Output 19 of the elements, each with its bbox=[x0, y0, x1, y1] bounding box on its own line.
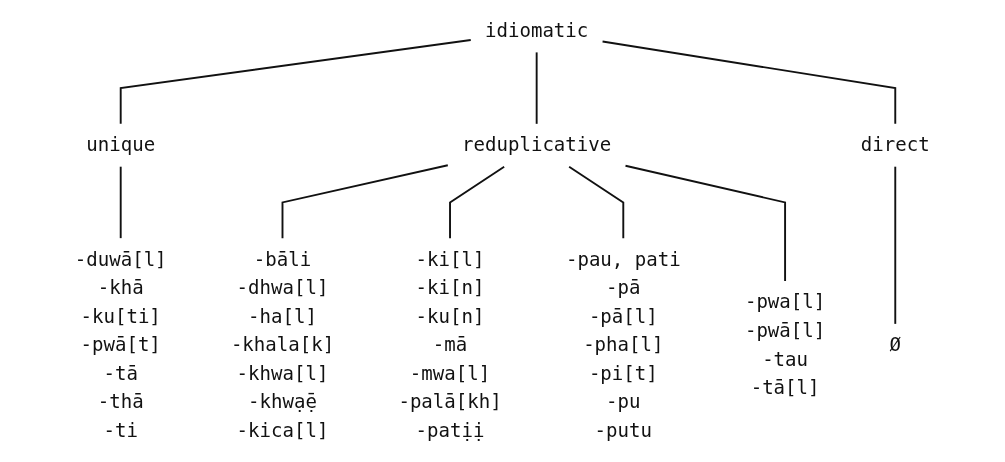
node-text: -bāli -dhwa[l] -ha[l] -khala[k] -khwa[l] -khwạ̄ẹ -kica[l] bbox=[231, 247, 335, 442]
node-text: unique bbox=[86, 133, 156, 156]
node-text: reduplicative bbox=[462, 133, 612, 156]
node-text: direct bbox=[861, 133, 930, 156]
connector bbox=[624, 164, 787, 282]
node-text: -pwa[l] -pwā[l] -tau -tā[l] bbox=[745, 290, 826, 399]
connector bbox=[535, 51, 538, 125]
connector bbox=[894, 165, 897, 325]
node-text: idiomatic bbox=[485, 19, 589, 42]
connector bbox=[568, 165, 625, 240]
connector bbox=[601, 40, 897, 125]
connector bbox=[120, 165, 122, 240]
connector bbox=[449, 165, 506, 240]
node-text: Ø bbox=[889, 333, 902, 357]
connector bbox=[281, 164, 449, 240]
node-text: -ki[l] -ki[n] -ku[n] -mā -mwa[l] -palā[kh] -patịị bbox=[398, 247, 502, 442]
node-text: -duwā[l] -khā -ku[ti] -pwā[t] -tā -thā -ti bbox=[75, 247, 167, 442]
connector bbox=[120, 39, 472, 125]
node-text: -pau, pati -pā -pā[l] -pha[l] -pi[t] -pu -putu bbox=[566, 247, 681, 442]
